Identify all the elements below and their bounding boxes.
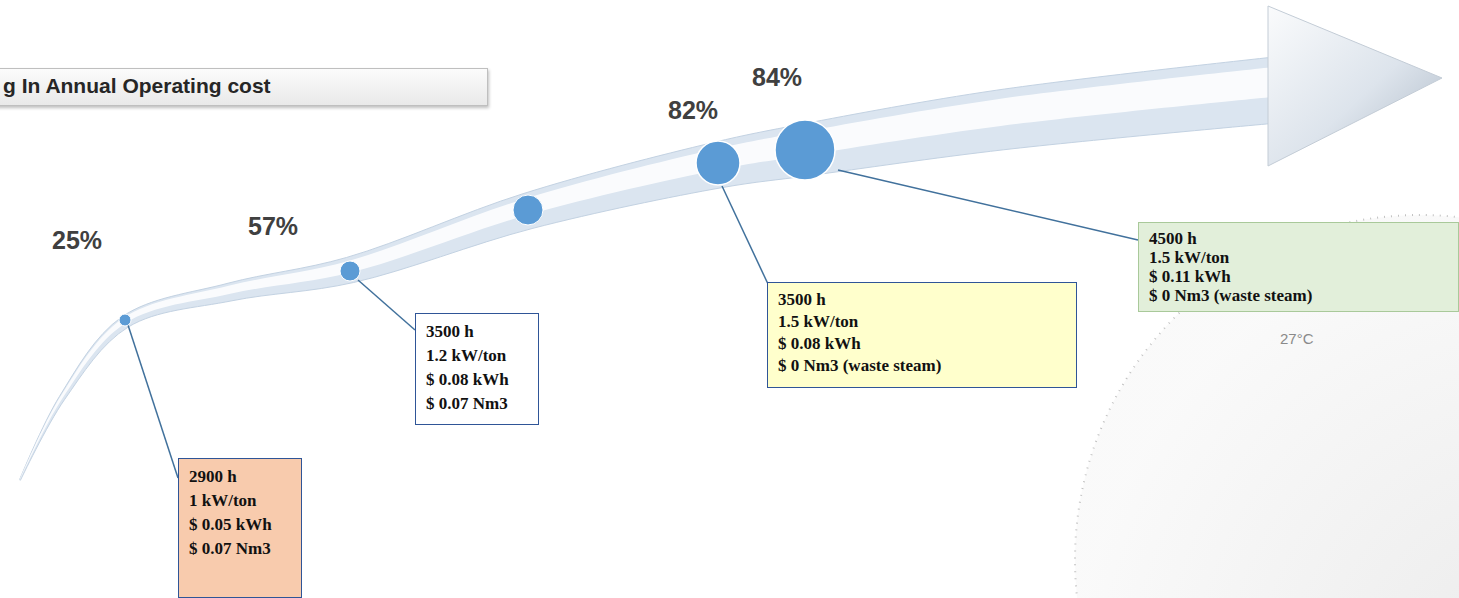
callout-text: $ 0.08 kWh (778, 333, 1066, 355)
callout-text: $ 0.05 kWh (189, 513, 291, 537)
callout-box: 3500 h1.5 kW/ton$ 0.08 kWh$ 0 Nm3 (waste… (767, 282, 1077, 388)
callout-text: 1.2 kW/ton (426, 344, 528, 368)
milestone-dot (340, 261, 360, 281)
callout-text: 3500 h (426, 320, 528, 344)
callout-text: 1.5 kW/ton (778, 311, 1066, 333)
milestone-dots (119, 120, 835, 326)
callout-text: 4500 h (1149, 229, 1448, 248)
milestone-dot (513, 195, 543, 225)
title: g In Annual Operating cost (0, 69, 487, 98)
percentage-label: 57% (248, 212, 298, 241)
leader-line (128, 325, 178, 478)
callout-text: $ 0.08 kWh (426, 368, 528, 392)
callout-text: $ 0.11 kWh (1149, 267, 1448, 286)
callout-box: 3500 h1.2 kW/ton$ 0.08 kWh$ 0.07 Nm3 (415, 313, 539, 425)
callout-text: 3500 h (778, 289, 1066, 311)
leader-lines (128, 170, 1138, 478)
callout-text: $ 0 Nm3 (waste steam) (1149, 286, 1448, 305)
curved-arrow (20, 57, 1280, 480)
percentage-label: 25% (52, 226, 102, 255)
leader-line (358, 280, 415, 330)
leader-line (838, 170, 1138, 240)
percentage-label: 82% (668, 96, 718, 125)
percentage-label: 84% (752, 63, 802, 92)
background-photo (1075, 215, 1459, 598)
callout-text: $ 0 Nm3 (waste steam) (778, 355, 1066, 377)
callout-box: 4500 h1.5 kW/ton$ 0.11 kWh$ 0 Nm3 (waste… (1138, 222, 1459, 312)
arrow-shaft (20, 57, 1280, 480)
milestone-dot (775, 120, 835, 180)
gauge-reading: 27°C (1280, 330, 1314, 347)
arrow-highlight (20, 67, 1277, 480)
title-box: g In Annual Operating cost (0, 68, 488, 106)
callout-box: 2900 h1 kW/ton$ 0.05 kWh$ 0.07 Nm3 (178, 458, 302, 598)
callout-text: $ 0.07 Nm3 (426, 392, 528, 416)
callout-text: $ 0.07 Nm3 (189, 537, 291, 561)
callout-text: 1.5 kW/ton (1149, 248, 1448, 267)
callout-text: 2900 h (189, 465, 291, 489)
milestone-dot (119, 314, 131, 326)
callout-text: 1 kW/ton (189, 489, 291, 513)
leader-line (722, 186, 768, 284)
milestone-dot (696, 141, 740, 185)
arrow-head (1268, 6, 1442, 166)
